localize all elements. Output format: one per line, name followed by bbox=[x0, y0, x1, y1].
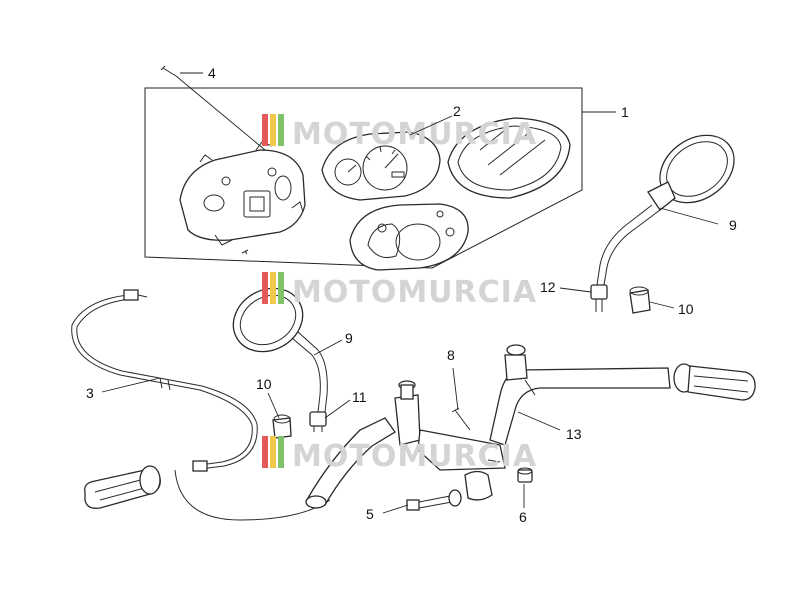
nut bbox=[517, 467, 533, 483]
callout-4: 4 bbox=[208, 65, 216, 81]
speedometer-cable bbox=[71, 289, 258, 472]
housing-small-screw bbox=[241, 249, 249, 255]
handlebar-screw bbox=[451, 407, 471, 431]
screw-top bbox=[160, 65, 177, 77]
throttle-cable bbox=[174, 469, 331, 521]
callout-10-left: 10 bbox=[256, 376, 272, 392]
mirror-nut-right bbox=[590, 284, 608, 312]
mirror-left bbox=[232, 287, 328, 413]
watermark-top: MOTOMURCIA bbox=[262, 114, 537, 152]
callout-13: 13 bbox=[566, 426, 582, 442]
callout-10-right: 10 bbox=[678, 301, 694, 317]
watermark-middle: MOTOMURCIA bbox=[262, 272, 537, 310]
instrument-housing bbox=[179, 141, 306, 246]
grip-left bbox=[84, 465, 161, 509]
callout-3: 3 bbox=[86, 385, 94, 401]
dashboard-group-frame bbox=[144, 87, 583, 269]
handlebar bbox=[305, 344, 671, 509]
callout-5: 5 bbox=[366, 506, 374, 522]
cap-left bbox=[272, 414, 292, 439]
watermark-label: MOTOMURCIA bbox=[292, 275, 537, 310]
cap-right bbox=[629, 286, 651, 314]
mirror-right bbox=[596, 134, 735, 286]
callout-8: 8 bbox=[447, 347, 455, 363]
callout-1: 1 bbox=[621, 104, 629, 120]
callout-2: 2 bbox=[453, 103, 461, 119]
callout-6: 6 bbox=[519, 509, 527, 525]
watermark-label: MOTOMURCIA bbox=[292, 439, 537, 474]
mirror-nut-left bbox=[309, 411, 327, 432]
callout-9-left: 9 bbox=[345, 330, 353, 346]
callout-12: 12 bbox=[540, 279, 556, 295]
watermark-label: MOTOMURCIA bbox=[292, 117, 537, 152]
instrument-dial bbox=[321, 131, 441, 201]
grip-right bbox=[673, 363, 756, 401]
instrument-bezel bbox=[349, 203, 469, 271]
callout-9-right: 9 bbox=[729, 217, 737, 233]
bolt bbox=[406, 489, 462, 511]
instrument-lens bbox=[447, 117, 571, 199]
callout-11: 11 bbox=[352, 389, 367, 405]
leader-lines bbox=[101, 72, 719, 514]
watermark-bottom: MOTOMURCIA bbox=[262, 436, 537, 474]
